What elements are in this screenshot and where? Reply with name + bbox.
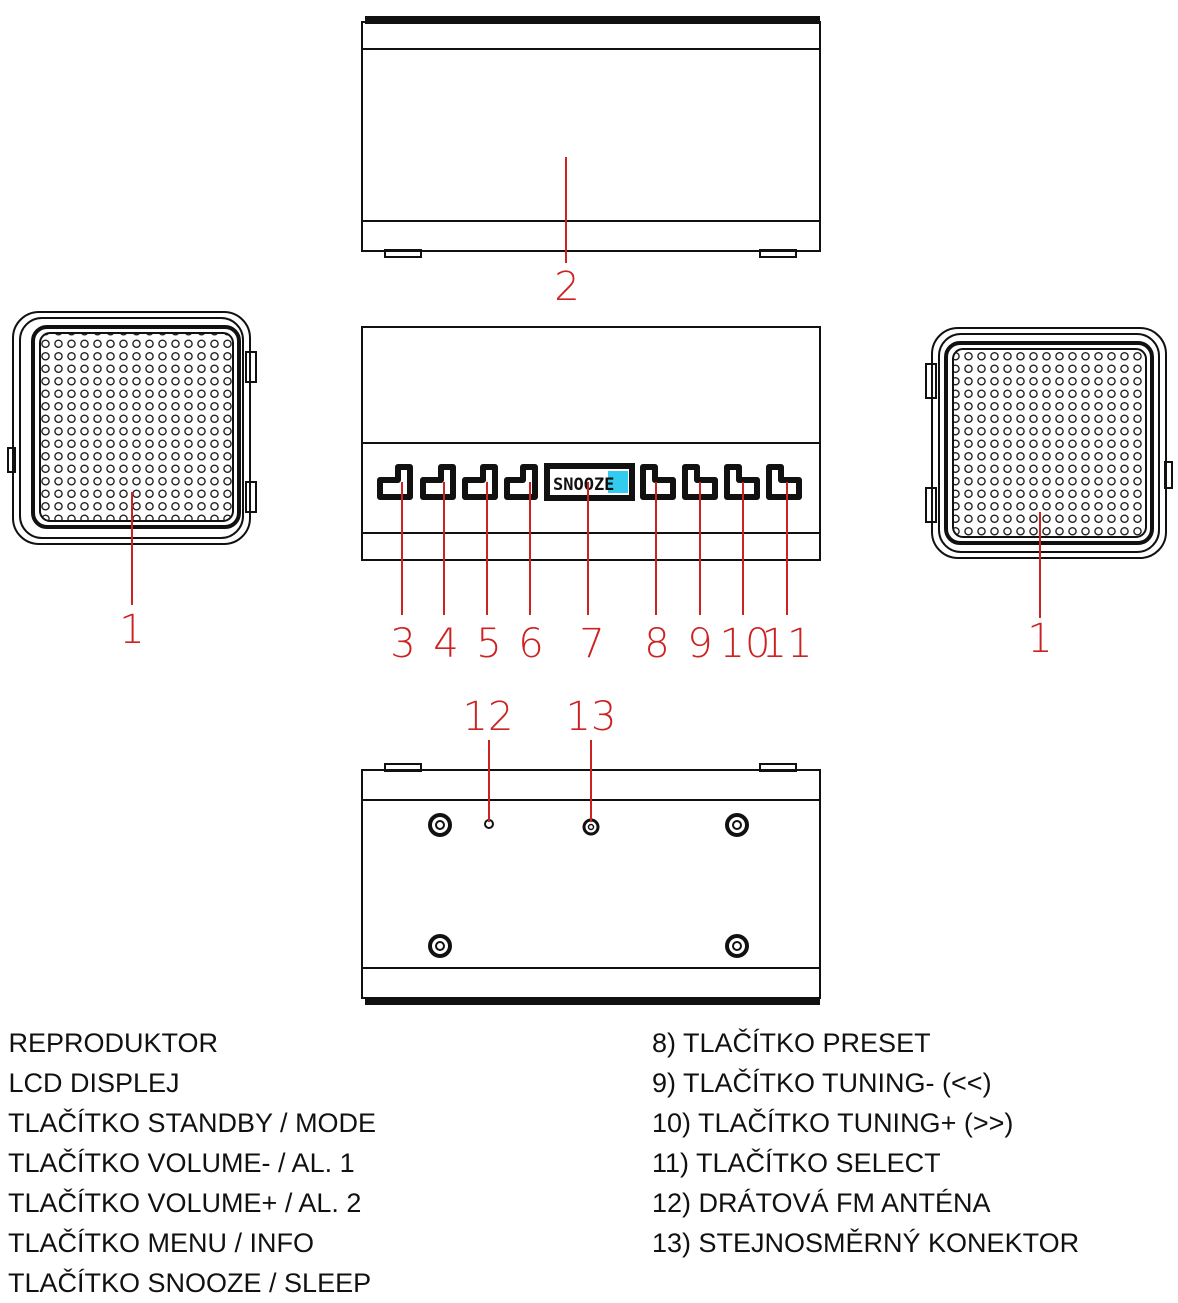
legend-item-fm-antenna: 12) DRÁTOVÁ FM ANTÉNA (652, 1188, 991, 1218)
callout-lines (131, 157, 1041, 822)
callout-9: 9 (687, 621, 712, 667)
top-view (361, 16, 821, 258)
callout-3: 3 (390, 621, 415, 667)
lcd-panel: SNOOZE (544, 463, 635, 501)
foot-bottom-left (428, 934, 452, 958)
legend-item-volume-down: ) TLAČÍTKO VOLUME- / AL. 1 (0, 1148, 355, 1178)
legend-right: 8) TLAČÍTKO PRESET 9) TLAČÍTKO TUNING- (… (652, 1023, 1079, 1263)
legend-item-dc-connector: 13) STEJNOSMĚRNÝ KONEKTOR (652, 1228, 1080, 1258)
legend-item-preset: 8) TLAČÍTKO PRESET (652, 1028, 931, 1058)
callout-1-right: 1 (1027, 616, 1052, 662)
callout-1-left: 1 (119, 607, 144, 653)
callout-6: 6 (518, 621, 543, 667)
device-diagram: SNOOZE (7, 16, 1173, 1005)
callout-numbers: 2 1 1 3 4 5 6 7 8 9 10 11 12 13 (119, 264, 1052, 740)
legend-item-tuning-down: 9) TLAČÍTKO TUNING- (<<) (652, 1068, 992, 1098)
legend-item-tuning-up: 10) TLAČÍTKO TUNING+ (>>) (652, 1108, 1014, 1138)
left-speaker (7, 311, 257, 545)
right-speaker (925, 327, 1173, 559)
dc-jack (582, 818, 600, 836)
legend-item-select: 11) TLAČÍTKO SELECT (652, 1148, 941, 1178)
button-10 (724, 464, 760, 500)
button-3 (377, 464, 413, 500)
legend-item-snooze-sleep: ) TLAČÍTKO SNOOZE / SLEEP (0, 1268, 372, 1298)
callout-10: 10 (720, 621, 771, 667)
button-5 (462, 464, 498, 500)
front-buttons-right (640, 464, 802, 500)
callout-4: 4 (433, 621, 458, 667)
button-6 (504, 464, 538, 500)
legend-item-standby-mode: ) TLAČÍTKO STANDBY / MODE (0, 1108, 377, 1138)
bottom-feet (428, 813, 749, 958)
callout-2: 2 (554, 264, 579, 310)
foot-bottom-right (725, 934, 749, 958)
callout-13: 13 (566, 694, 617, 740)
front-view (361, 326, 821, 561)
button-9 (682, 464, 718, 500)
callout-7: 7 (579, 621, 604, 667)
legend-left: ) REPRODUKTOR ) LCD DISPLEJ ) TLAČÍTKO S… (0, 1023, 376, 1303)
front-buttons-left (377, 464, 538, 500)
button-8 (640, 464, 676, 500)
callout-8: 8 (644, 621, 669, 667)
legend-item-volume-up: ) TLAČÍTKO VOLUME+ / AL. 2 (0, 1188, 362, 1218)
button-11 (766, 464, 802, 500)
legend-item-speaker: ) REPRODUKTOR (0, 1028, 219, 1058)
foot-top-left (428, 813, 452, 837)
lcd-text: SNOOZE (553, 475, 614, 495)
callout-12: 12 (463, 694, 514, 740)
button-4 (420, 464, 456, 500)
foot-top-right (725, 813, 749, 837)
callout-11: 11 (762, 621, 813, 667)
callout-5: 5 (476, 621, 501, 667)
legend-item-lcd-display: ) LCD DISPLEJ (0, 1068, 180, 1098)
legend-item-menu-info: ) TLAČÍTKO MENU / INFO (0, 1228, 315, 1258)
